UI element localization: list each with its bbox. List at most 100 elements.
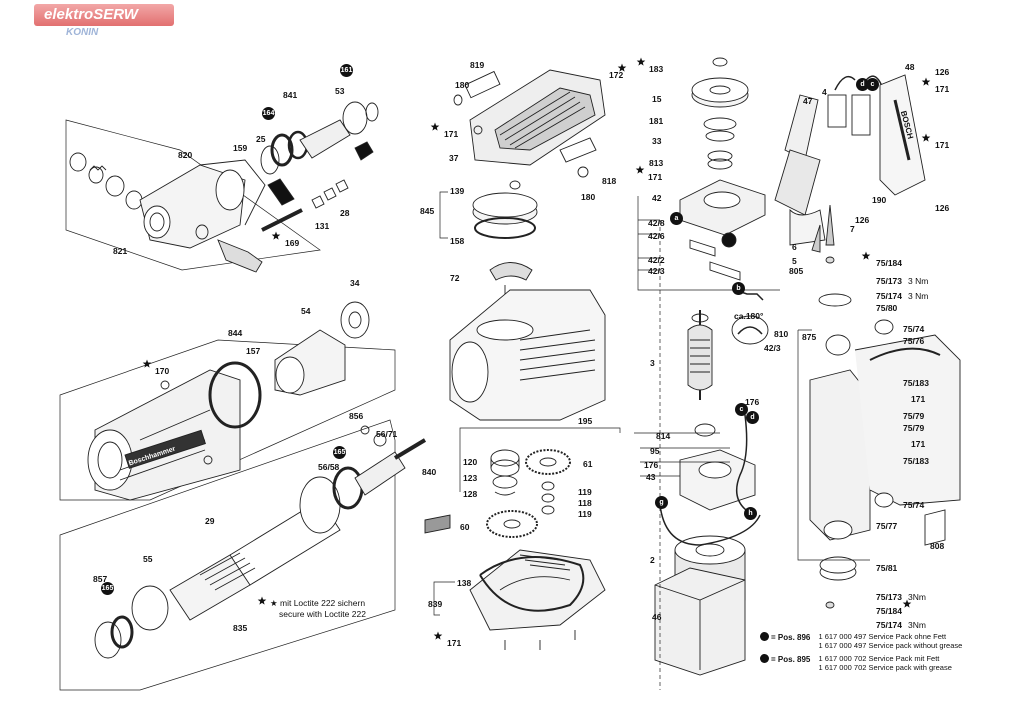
part-label: 171 <box>444 129 459 139</box>
part-label: 33 <box>652 136 662 146</box>
part-label: 75/174 <box>876 620 902 630</box>
part-label: 43 <box>646 472 656 482</box>
watermark-location: KONIN <box>66 27 99 38</box>
part-label: 190 <box>872 195 887 205</box>
part-label: 126 <box>935 67 950 77</box>
part-label: 195 <box>578 416 593 426</box>
part-label: 875 <box>802 332 817 342</box>
part-label: 171 <box>911 394 926 404</box>
gear-housing-group <box>449 180 606 421</box>
part-label: 75/81 <box>876 563 898 573</box>
part-label: 171 <box>447 638 462 648</box>
motor-group <box>654 57 769 676</box>
part-badge: 161 <box>340 64 353 77</box>
loctite-star-marks <box>142 57 931 640</box>
part-label: 75/74 <box>903 500 925 510</box>
part-badge: g <box>655 496 668 509</box>
part-label: 37 <box>449 153 459 163</box>
part-label: 75/79 <box>903 423 925 433</box>
part-badge: d <box>746 411 759 424</box>
part-label: 42/6 <box>648 231 665 241</box>
part-label: 42 <box>652 193 662 203</box>
group-frame-835 <box>59 419 396 691</box>
star-icon <box>921 77 931 86</box>
star-icon <box>433 631 443 640</box>
star-icon <box>257 596 267 605</box>
part-label: 835 <box>233 623 248 633</box>
torque-label: 3Nm <box>908 592 926 602</box>
part-label: 821 <box>113 246 128 256</box>
part-label: 53 <box>335 86 345 96</box>
part-label: 171 <box>911 439 926 449</box>
part-label: 813 <box>649 158 664 168</box>
part-label: 75/184 <box>876 258 902 268</box>
part-label: 856 <box>349 411 364 421</box>
part-label: 176 <box>644 460 659 470</box>
part-label: 138 <box>457 578 472 588</box>
part-label: 72 <box>450 273 460 283</box>
part-label: 805 <box>789 266 804 276</box>
part-label: 126 <box>855 215 870 225</box>
part-label: 28 <box>340 208 350 218</box>
part-label: 61 <box>583 459 593 469</box>
star-icon <box>617 63 627 72</box>
part-label: 75/77 <box>876 521 898 531</box>
part-label: 131 <box>315 221 330 231</box>
part-label: 840 <box>422 467 437 477</box>
part-label: 5 <box>792 256 797 266</box>
star-icon <box>271 231 281 240</box>
part-label: 844 <box>228 328 243 338</box>
part-label: 183 <box>649 64 664 74</box>
part-label: 841 <box>283 90 298 100</box>
part-label: 75/79 <box>903 411 925 421</box>
part-label: 158 <box>450 236 465 246</box>
star-icon <box>861 251 871 260</box>
part-badge: 165 <box>101 582 114 595</box>
part-label: 60 <box>460 522 470 532</box>
part-badge: d <box>856 78 869 91</box>
part-label: 42/3 <box>764 343 781 353</box>
watermark-logo: elektroSERW <box>34 4 174 26</box>
part-label: 75/173 <box>876 276 902 286</box>
part-label: 75/74 <box>903 324 925 334</box>
gear-set-group <box>424 449 571 538</box>
part-label: 42/3 <box>648 266 665 276</box>
part-label: 119 <box>578 509 592 519</box>
part-label: 139 <box>450 186 465 196</box>
black-dot-icon <box>760 632 769 641</box>
star-icon <box>635 165 645 174</box>
tool-holder-group <box>69 101 379 273</box>
part-label: 29 <box>205 516 215 526</box>
part-label: 181 <box>649 116 664 126</box>
part-label: 118 <box>578 498 592 508</box>
part-badge: 164 <box>262 107 275 120</box>
part-label: 75/183 <box>903 378 929 388</box>
star-icon <box>636 57 646 66</box>
loctite-note: ★ mit Loctite 222 sichern secure with Lo… <box>270 598 366 619</box>
part-label: 95 <box>650 446 660 456</box>
top-cover-group <box>453 69 606 178</box>
part-label: 818 <box>602 176 617 186</box>
part-label: 171 <box>935 84 950 94</box>
part-label: 75/174 <box>876 291 902 301</box>
part-label: 54 <box>301 306 311 316</box>
part-label: 123 <box>463 473 478 483</box>
star-icon <box>902 599 912 608</box>
part-label: 810 <box>774 329 789 339</box>
cylinder-housing-group <box>87 301 370 501</box>
part-label: 75/173 <box>876 592 902 602</box>
part-label: 180 <box>455 80 470 90</box>
part-label: 34 <box>350 278 360 288</box>
part-badge: 165 <box>333 446 346 459</box>
part-badge: h <box>744 507 757 520</box>
part-label: 820 <box>178 150 193 160</box>
part-label: 3 <box>650 358 655 368</box>
part-label: 75/184 <box>876 606 902 616</box>
torque-label: 3Nm <box>908 620 926 630</box>
part-label: 128 <box>463 489 478 499</box>
part-label: 42/2 <box>648 255 665 265</box>
part-label: ca.180° <box>734 311 764 321</box>
service-pack-legend: = Pos. 896 1 617 000 497 Service Pack oh… <box>760 632 962 672</box>
part-label: 42/8 <box>648 218 665 228</box>
